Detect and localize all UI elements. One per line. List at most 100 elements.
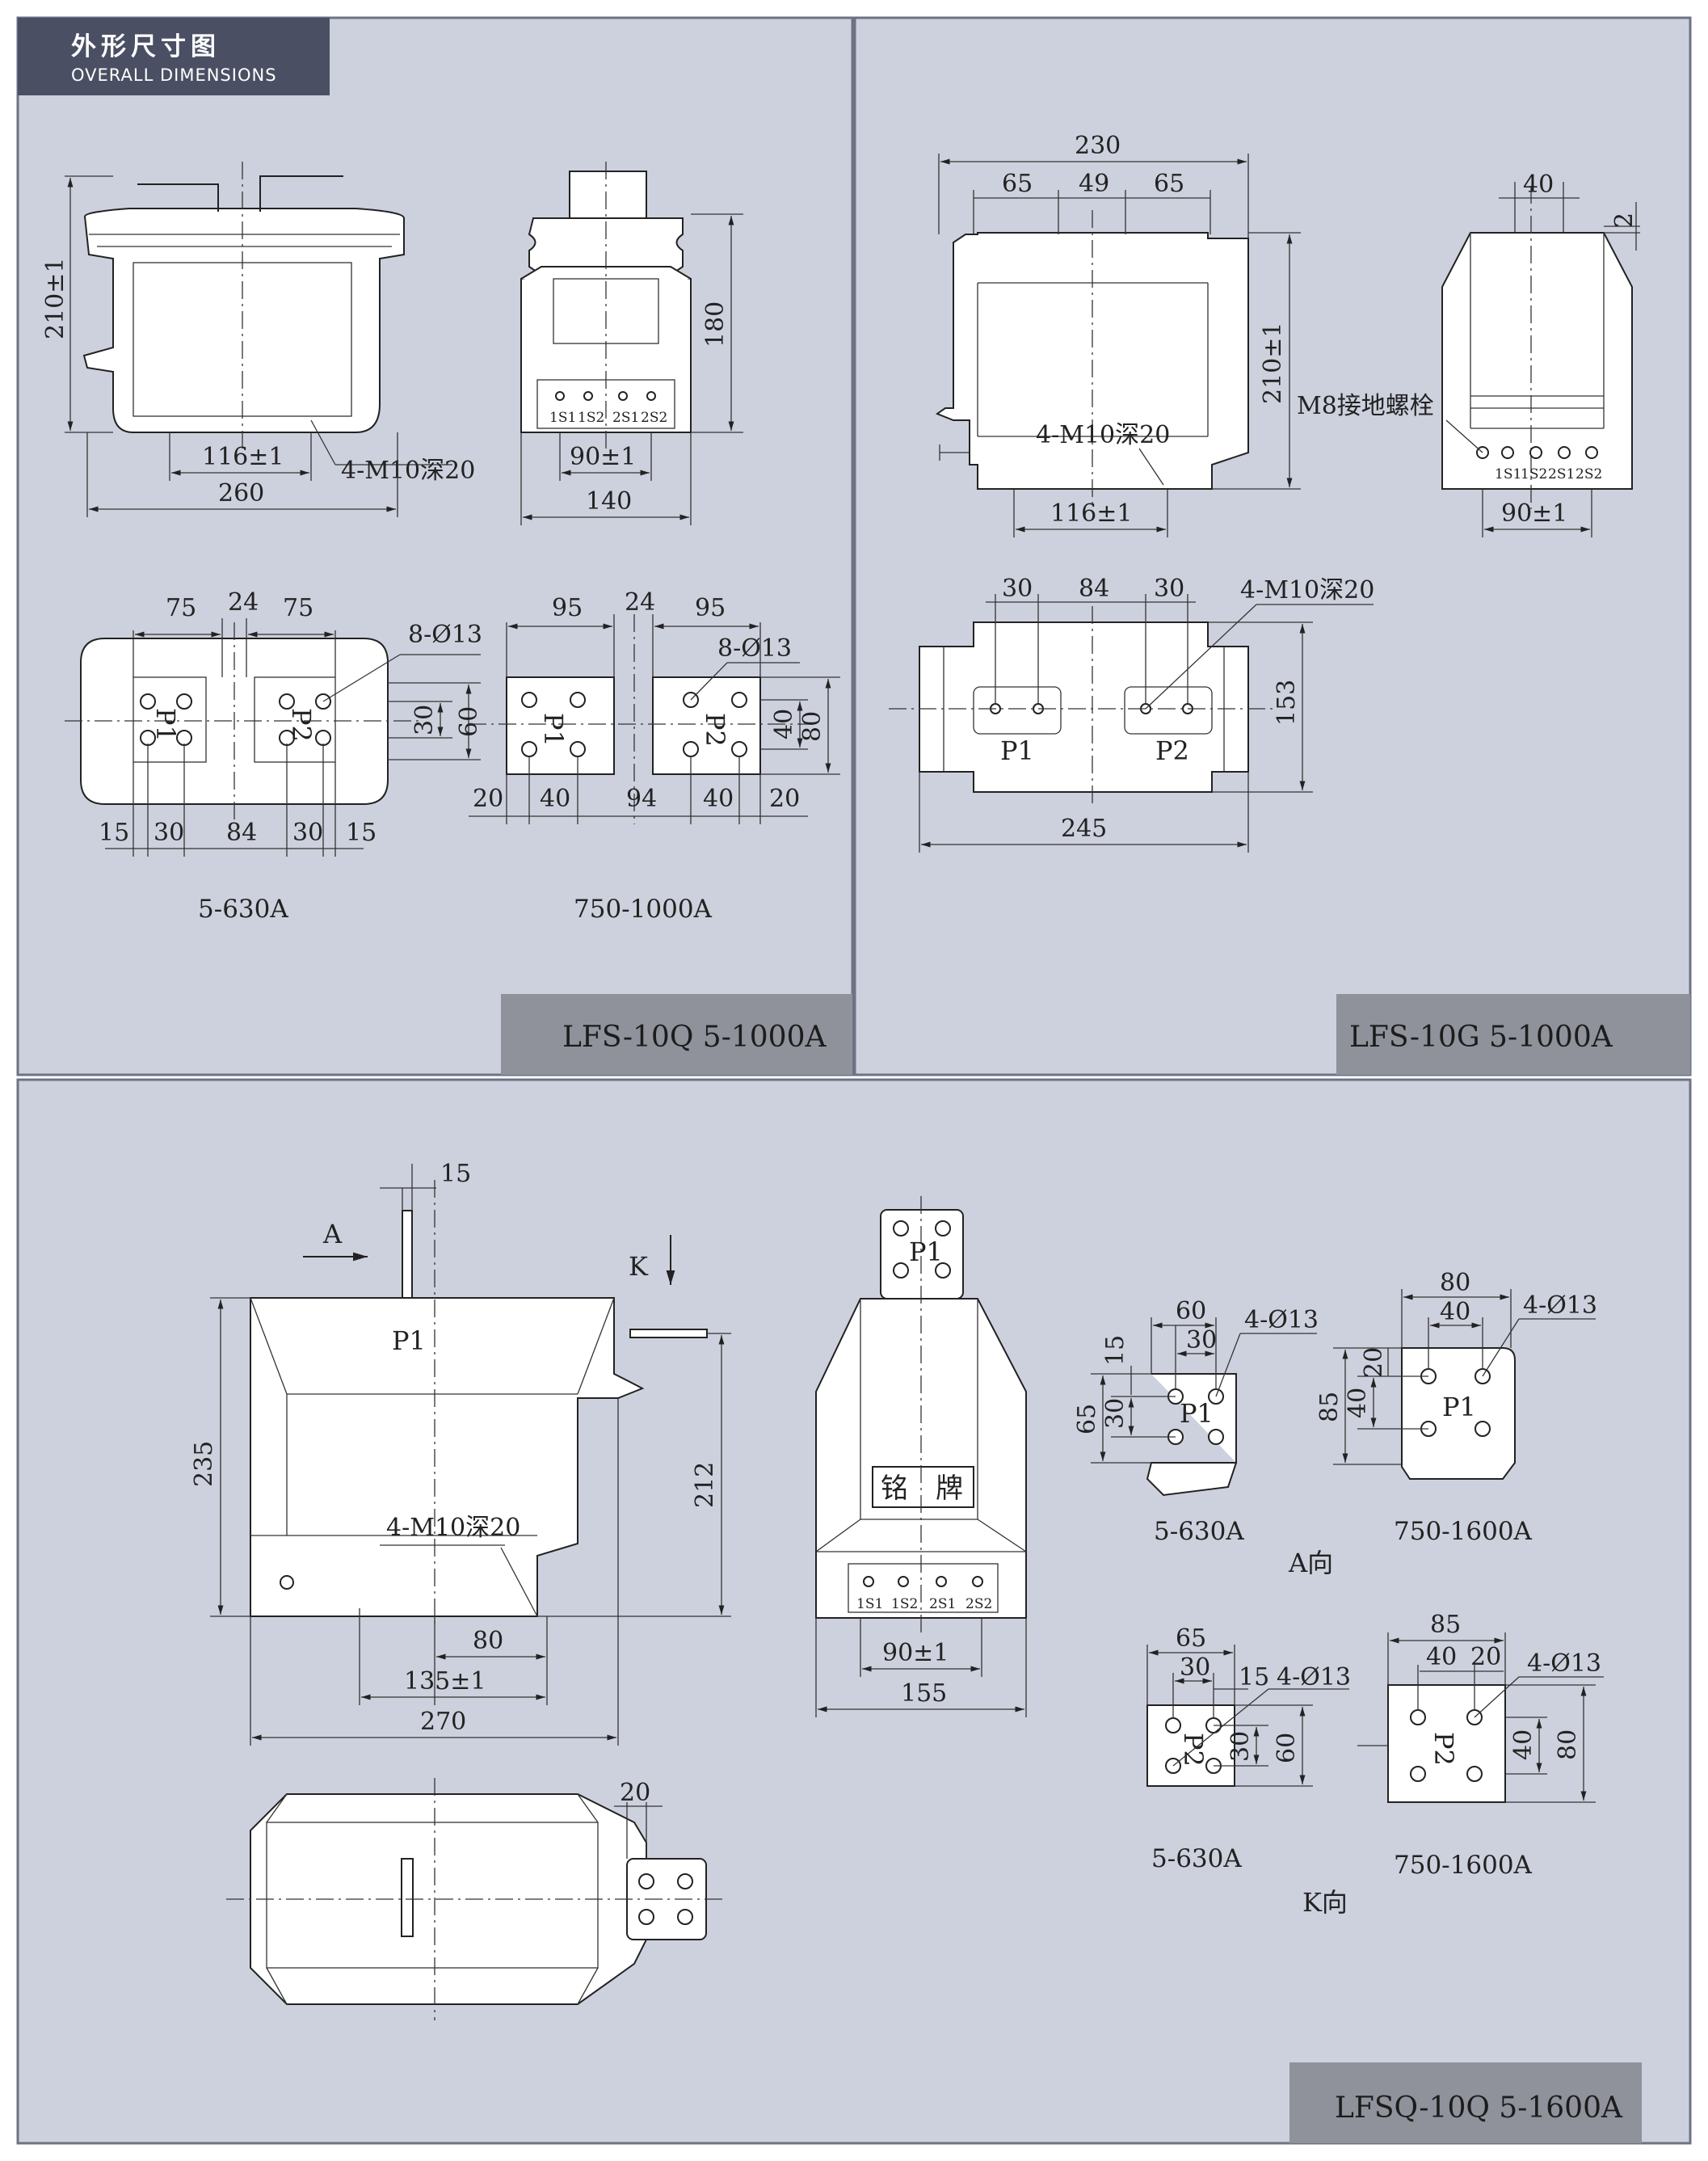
lfs10q-plan-large: P1 P2 95 24 95 8-Ø13 40 80 20 40 94 40 2…	[469, 588, 840, 924]
lfsq10q-terminal-4: 2S2	[965, 1596, 992, 1612]
header-title-en: OVERALL DIMENSIONS	[71, 65, 277, 85]
lfsq10q-terminal-1: 1S1	[856, 1596, 883, 1612]
lfsq10q-view-a-caption: A向	[1288, 1548, 1333, 1578]
lfsq10q-vk-large-caption: 750-1600A	[1394, 1851, 1533, 1880]
lfsq10q-top-view: P2 20	[226, 1778, 727, 2020]
lfs10g-side-terminal-span: 90±1	[1501, 499, 1567, 528]
lfs10q-front-bolt-note: 4-M10深20	[341, 457, 475, 485]
lfsq10q-view-k-small: P2 65 30 15 4-Ø13 30 60 5-630A	[1146, 1624, 1351, 1873]
lfs10q-terminal-3: 2S1	[612, 410, 639, 426]
lfs10g-plan-d2: 84	[1079, 575, 1109, 603]
lfs10q-large-v1: 40	[770, 709, 798, 739]
lfsq10q-terminal-3: 2S1	[929, 1596, 956, 1612]
lfs10q-large-b2: 40	[540, 785, 570, 813]
lfs10q-small-v1: 30	[410, 705, 439, 735]
lfsq10q-va-small-label: P1	[1180, 1398, 1214, 1429]
lfsq10q-va-large-w80: 80	[1440, 1269, 1470, 1297]
lfsq10q-top-d20: 20	[620, 1779, 650, 1807]
lfs10q-large-b5: 20	[769, 785, 800, 813]
lfsq10q-side-width: 155	[901, 1679, 947, 1708]
panel-lfs10q	[16, 16, 854, 1076]
lfsq10q-front-p1: P1	[392, 1325, 426, 1356]
lfsq10q-side-terminals: 1S1 1S2 2S1 2S2	[856, 1576, 992, 1612]
lfsq10q-vk-small-w65: 65	[1176, 1624, 1206, 1653]
lfs10q-front-bolt-span: 116±1	[202, 443, 284, 471]
lfsq10q-va-large-label: P1	[1442, 1392, 1476, 1422]
lfsq10q-front-view: 15 A K P1 235 212 4-M10深20 80 135±1 270	[190, 1160, 731, 1746]
lfs10q-side-height: 180	[701, 301, 730, 348]
lfs10g-front-bolt-note: 4-M10深20	[1036, 421, 1170, 449]
lfsq10q-terminal-2: 1S2	[891, 1596, 918, 1612]
lfs10q-large-v2: 80	[798, 711, 827, 742]
lfs10g-plan-width: 245	[1061, 815, 1107, 843]
lfs10q-terminal-2: 1S2	[578, 410, 604, 426]
lfs10q-front-width: 260	[218, 479, 264, 508]
lfsq10q-vk-small-w15: 15	[1239, 1663, 1269, 1691]
lfs10q-large-b3: 94	[626, 785, 657, 813]
lfsq10q-va-small-v65: 65	[1073, 1404, 1101, 1434]
lfs10q-large-p2: P2	[700, 713, 730, 747]
lfsq10q-vk-small-caption: 5-630A	[1151, 1844, 1242, 1873]
lfs10g-terminal-4: 2S2	[1575, 466, 1602, 482]
lfs10q-side-terminals: 1S1 1S2 2S1 2S2	[549, 391, 667, 426]
lfsq10q-vk-large-w40: 40	[1426, 1643, 1457, 1671]
lfs10g-side-gap: 2	[1610, 213, 1639, 228]
lfs10g-plan-bolt-note: 4-M10深20	[1240, 576, 1374, 604]
lfs10g-terminal-2: 1S2	[1521, 466, 1547, 482]
lfsq10q-vk-large-w20: 20	[1470, 1643, 1501, 1671]
model-label-lfs10g: LFS-10G 5-1000A	[1349, 1021, 1613, 1054]
lfsq10q-front-height: 235	[190, 1441, 218, 1487]
panel-lfs10g	[853, 16, 1692, 1076]
lfsq10q-va-small-w30: 30	[1186, 1326, 1217, 1354]
lfs10q-small-holes: 8-Ø13	[408, 621, 482, 649]
lfs10q-large-d2: 24	[625, 588, 655, 617]
lfsq10q-vk-large-w85: 85	[1430, 1611, 1461, 1639]
lfsq10q-arrow-a-label: A	[322, 1219, 343, 1249]
lfs10q-large-p1: P1	[538, 713, 569, 747]
lfs10q-terminal-1: 1S1	[549, 410, 576, 426]
lfs10q-large-d1: 95	[552, 594, 583, 622]
lfs10q-small-v2: 60	[455, 706, 483, 737]
lfs10g-terminal-1: 1S1	[1495, 466, 1521, 482]
lfsq10q-nameplate-2: 牌	[936, 1472, 963, 1505]
model-tag-lfs10q: LFS-10Q 5-1000A	[501, 994, 852, 1075]
lfsq10q-va-small-w60: 60	[1176, 1297, 1206, 1325]
lfsq10q-va-large-v20: 20	[1360, 1347, 1388, 1378]
lfs10g-front-height: 210±1	[1259, 322, 1287, 404]
lfs10q-small-p2: P2	[286, 708, 317, 742]
lfs10g-front-bolt-span: 116±1	[1050, 499, 1132, 528]
lfs10g-side-top: 40	[1523, 171, 1554, 199]
lfsq10q-va-small-holes: 4-Ø13	[1244, 1306, 1319, 1334]
lfsq10q-vk-small-holes: 4-Ø13	[1277, 1663, 1351, 1691]
lfs10g-front-width: 230	[1075, 132, 1121, 160]
lfsq10q-view-k-caption: K向	[1302, 1887, 1348, 1918]
lfsq10q-front-d80: 80	[473, 1627, 503, 1655]
lfsq10q-front-bolt-span: 135±1	[404, 1667, 486, 1696]
lfsq10q-vk-small-v30: 30	[1226, 1731, 1255, 1762]
lfs10q-small-d1: 75	[166, 594, 196, 622]
lfs10q-small-b5: 15	[346, 819, 377, 847]
lfs10q-small-d3: 75	[283, 594, 313, 622]
lfs10q-small-caption: 5-630A	[198, 895, 288, 924]
lfs10q-terminal-4: 2S2	[641, 410, 667, 426]
lfs10q-small-b2: 30	[154, 819, 184, 847]
lfsq10q-front-bolt-note: 4-M10深20	[386, 1514, 520, 1542]
lfsq10q-vk-large-holes: 4-Ø13	[1527, 1649, 1601, 1678]
lfsq10q-vk-small-v60: 60	[1273, 1733, 1301, 1763]
header-banner: 外形尺寸图 OVERALL DIMENSIONS	[18, 18, 330, 95]
lfs10q-large-b1: 20	[473, 785, 503, 813]
lfs10g-plan-d3: 30	[1154, 575, 1184, 603]
lfsq10q-va-large-v40: 40	[1344, 1388, 1372, 1418]
header-title-cn: 外形尺寸图	[71, 32, 221, 61]
lfs10g-side-view: 1S1 1S2 2S1 2S2 40 2 M8接地螺栓 90±1	[1297, 171, 1640, 537]
lfsq10q-vk-large-label: P2	[1428, 1732, 1459, 1766]
lfs10q-side-width: 140	[586, 487, 632, 516]
lfs10q-plan-small: P1 P2 75 24 75 8-Ø13 30 60 15 30 84 30 1…	[65, 588, 483, 924]
lfsq10q-view-k-large: P2 85 40 20 4-Ø13 40 80 750-1600A	[1357, 1611, 1604, 1880]
lfsq10q-front-width: 270	[420, 1708, 466, 1736]
lfs10q-side-terminal-span: 90±1	[570, 443, 636, 471]
lfsq10q-side-p1: P1	[909, 1236, 943, 1267]
lfs10g-side-terminals: 1S1 1S2 2S1 2S2	[1476, 446, 1602, 482]
lfsq10q-view-a-small: P1 60 30 4-Ø13 15 65 30 5-630A	[1073, 1297, 1319, 1546]
lfsq10q-view-a-large: P1 80 40 4-Ø13 85 40 20 750-1600A	[1315, 1269, 1597, 1546]
